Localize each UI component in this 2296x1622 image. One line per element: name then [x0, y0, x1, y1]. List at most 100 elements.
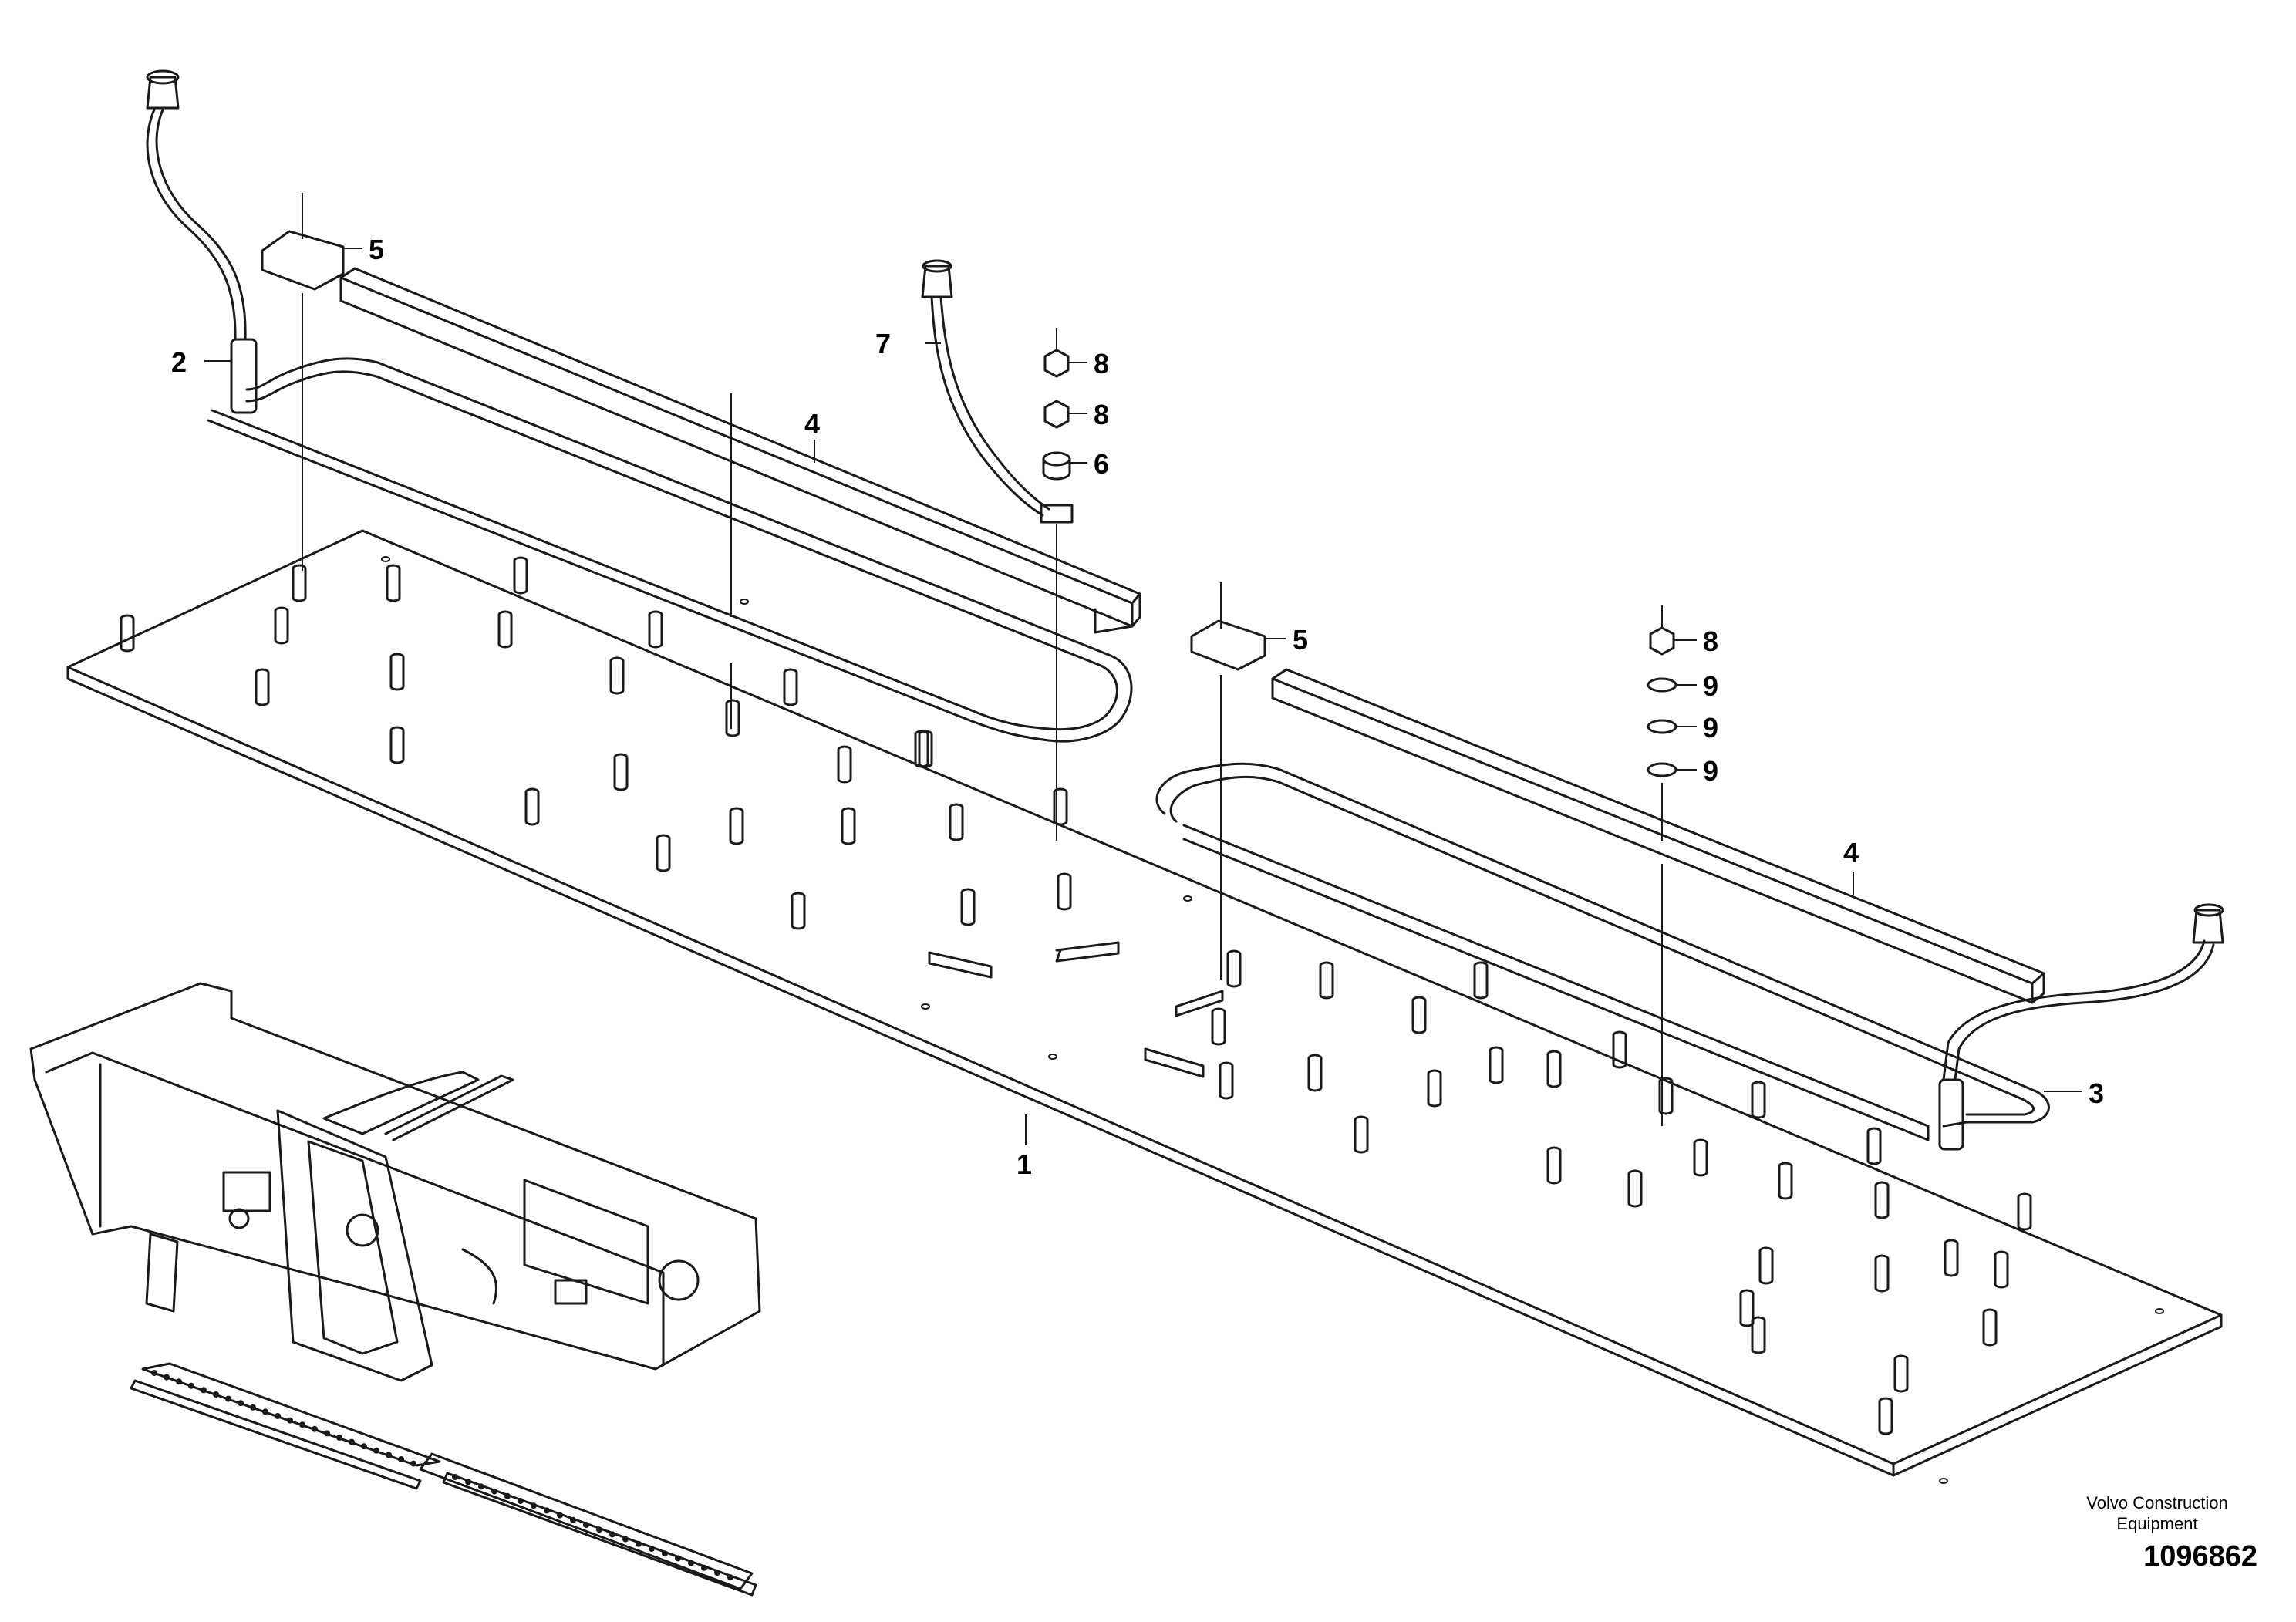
stud — [389, 726, 405, 764]
callout-6: 6 — [1094, 448, 1109, 480]
stud — [1994, 1250, 2009, 1289]
loop-wire-right — [1155, 762, 2050, 1141]
stud — [1778, 1162, 1793, 1200]
inset-stud — [701, 1564, 707, 1571]
inset-stud — [675, 1555, 681, 1562]
callout-labels: 5 2 7 8 8 6 4 5 8 9 9 9 4 3 1 — [171, 234, 2104, 1180]
stud — [960, 888, 976, 926]
callout-8-c: 8 — [1703, 626, 1718, 657]
stud — [292, 564, 307, 602]
stud — [1893, 1354, 1909, 1393]
inset-stud — [622, 1536, 629, 1543]
brand-line-1: Volvo Construction — [2086, 1493, 2228, 1512]
stud — [1982, 1308, 1998, 1347]
stud — [386, 564, 401, 602]
stud — [648, 610, 663, 649]
inset-stud — [238, 1400, 244, 1407]
stud — [1944, 1239, 1959, 1277]
inset-stud — [504, 1492, 511, 1499]
stud — [1057, 872, 1072, 911]
stud — [837, 745, 852, 784]
callout-9-c: 9 — [1703, 755, 1718, 787]
callout-9-a: 9 — [1703, 670, 1718, 702]
inset-stud — [688, 1560, 694, 1566]
callout-8-b: 8 — [1094, 399, 1109, 430]
stud — [656, 834, 671, 872]
plate-studs — [120, 556, 2164, 1484]
stud — [914, 730, 929, 768]
inset-stud — [465, 1479, 471, 1485]
stud — [1751, 1081, 1766, 1119]
plate-hole — [740, 599, 749, 605]
stud — [1319, 961, 1334, 1000]
inset-stud — [312, 1425, 318, 1432]
callout-4-right: 4 — [1843, 837, 1859, 868]
stud — [609, 656, 625, 695]
loop-wire-left — [207, 357, 1133, 743]
inset-stud — [349, 1438, 355, 1445]
inset-stud — [213, 1391, 219, 1398]
stud — [1219, 1061, 1234, 1100]
inset-stud — [491, 1488, 497, 1495]
nut-stack-middle — [1042, 328, 1071, 841]
stud — [1427, 1069, 1442, 1108]
inset-stud — [478, 1483, 484, 1490]
inset-stud — [262, 1408, 268, 1415]
stud — [1473, 961, 1489, 1000]
inset-stud — [386, 1452, 392, 1458]
inset-stud — [151, 1370, 157, 1376]
callout-4-left: 4 — [804, 408, 820, 440]
plate-hole — [1939, 1478, 1948, 1484]
stud — [2017, 1192, 2032, 1231]
stud — [1226, 949, 1242, 988]
stud — [1211, 1007, 1226, 1046]
stud — [1874, 1181, 1890, 1219]
plate-hole — [381, 556, 390, 562]
rail-right — [1271, 668, 2045, 1004]
inset-stud — [250, 1404, 256, 1411]
inset-stud — [544, 1507, 550, 1514]
assembly-guide-lines — [302, 293, 1222, 980]
stud — [729, 807, 744, 845]
base-plate — [66, 529, 2223, 1477]
inset-stud — [649, 1546, 655, 1552]
callout-3: 3 — [2089, 1077, 2104, 1109]
stud — [725, 699, 740, 737]
inset-stud — [398, 1456, 404, 1462]
inset-plate-studs — [151, 1370, 733, 1581]
inset-stud — [714, 1570, 720, 1576]
callout-9-b: 9 — [1703, 712, 1718, 744]
illustration-number: 1096862 — [2143, 1540, 2257, 1573]
inset-stud — [662, 1550, 668, 1557]
stud — [524, 787, 540, 826]
stud — [274, 606, 289, 645]
stud — [120, 614, 135, 653]
callout-8-a: 8 — [1094, 348, 1109, 379]
plate-hole — [2155, 1308, 2164, 1314]
stud — [1546, 1146, 1562, 1185]
stud — [783, 668, 798, 706]
stud — [1489, 1046, 1504, 1084]
inset-stud — [164, 1374, 170, 1381]
inset-stud — [201, 1387, 207, 1394]
inset-stud — [324, 1430, 330, 1437]
stud — [1751, 1316, 1766, 1354]
nut-stack-right — [1647, 605, 1677, 1126]
inset-stud — [636, 1540, 642, 1547]
stud — [949, 803, 964, 841]
stud — [841, 807, 856, 845]
stud — [1354, 1115, 1369, 1154]
stud — [791, 892, 806, 930]
stud — [255, 668, 270, 706]
callout-7: 7 — [875, 328, 891, 359]
spacer-bars — [928, 941, 1224, 1078]
stud — [1866, 1127, 1882, 1165]
rail-left — [339, 267, 1141, 634]
plate-hole — [1183, 895, 1192, 902]
inset-stud — [225, 1395, 231, 1402]
inset-stud — [361, 1443, 367, 1450]
inset-stud — [410, 1460, 416, 1467]
stud — [1307, 1054, 1323, 1092]
inset-stud — [727, 1574, 733, 1581]
